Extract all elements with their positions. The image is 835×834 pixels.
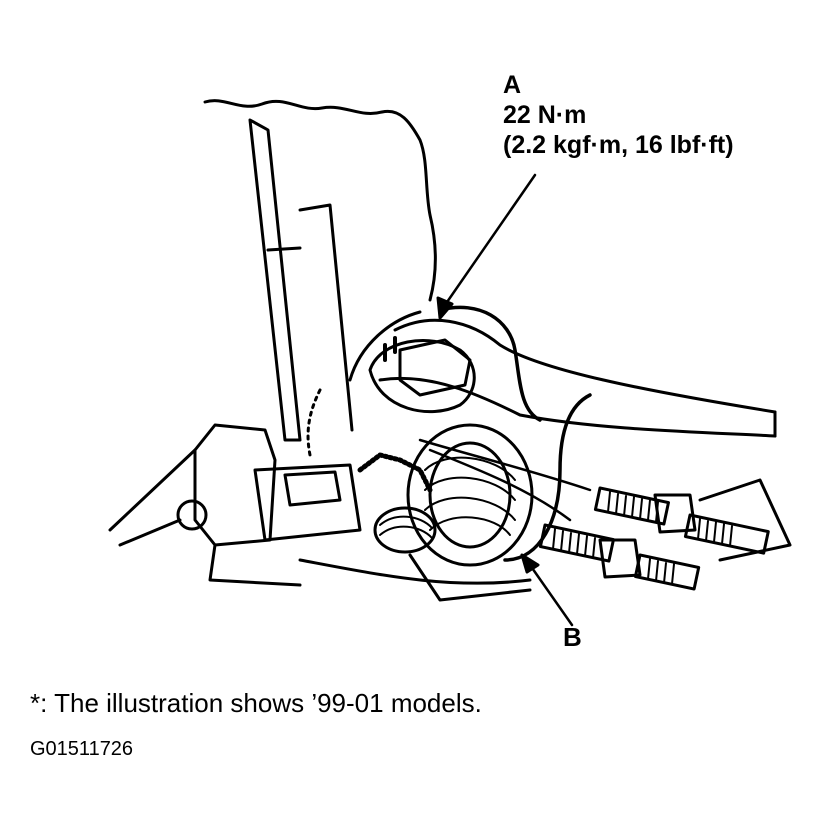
connector-block <box>193 423 277 547</box>
right-frame <box>698 478 792 562</box>
callout-a: A 22 N·m (2.2 kgf·m, 16 lbf·ft) <box>503 70 734 160</box>
upper-body-outline <box>203 99 437 302</box>
connector-bolt <box>176 499 208 531</box>
rod-upper-threads <box>607 491 659 523</box>
nut-lower <box>598 538 642 579</box>
drum-coils <box>424 456 516 536</box>
leader-b <box>528 563 574 627</box>
strut-inner <box>266 246 302 252</box>
rod-right-lower-threads <box>647 558 675 585</box>
coil-small <box>373 506 437 554</box>
leader-a <box>443 173 537 307</box>
nut-upper <box>653 493 697 534</box>
bracket-b-loop <box>503 393 592 562</box>
callout-a-torque-nm: 22 N·m <box>503 101 587 129</box>
callout-a-torque-alt: (2.2 kgf·m, 16 lbf·ft) <box>503 131 734 159</box>
bracket-loop <box>438 305 542 422</box>
drum-teeth <box>357 452 433 493</box>
bracket-dashes <box>383 336 397 362</box>
callout-a-letter: A <box>503 71 522 99</box>
rod-right-upper <box>683 513 770 555</box>
bolt-head <box>398 338 472 397</box>
rod-right-lower <box>633 553 701 591</box>
left-diag <box>108 448 197 547</box>
rod-upper <box>593 486 670 526</box>
vertical-strut <box>248 118 302 442</box>
dotted-outline <box>306 388 322 457</box>
bracket-loop-left <box>348 310 422 382</box>
callout-b-letter: B <box>563 622 582 652</box>
figure-id: G01511726 <box>30 738 134 760</box>
strut-edge <box>298 203 354 432</box>
connector-detail <box>283 470 342 507</box>
rod-right-upper-threads <box>697 518 733 547</box>
rod-lower-threads <box>552 528 596 559</box>
lower-frame <box>298 558 532 585</box>
coil-small-lines <box>379 515 433 539</box>
cable-upper <box>418 438 592 492</box>
figure-caption: *: The illustration shows ’99-01 models. <box>30 688 482 718</box>
lower-frame-2 <box>408 553 532 602</box>
arrow-b <box>520 553 540 574</box>
arm-hub <box>368 338 476 413</box>
arrow-a <box>436 296 454 320</box>
connector-bottom <box>208 543 302 587</box>
connector-face <box>253 463 362 542</box>
